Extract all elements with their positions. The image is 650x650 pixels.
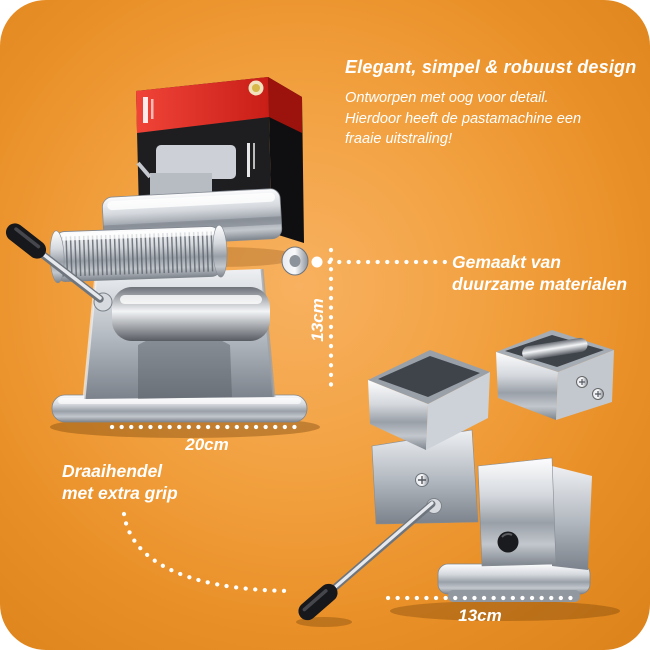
depth-dimension-label: 13cm bbox=[458, 606, 502, 625]
crank-grip bbox=[298, 583, 338, 621]
height-dimension-label: 13cm bbox=[308, 298, 327, 342]
design-body-line: Hierdoor heeft de pastamachine een bbox=[345, 110, 582, 127]
cutter-rollers bbox=[49, 224, 228, 284]
materials-callout-line: Gemaakt van bbox=[452, 252, 561, 272]
pasta-machine-detail-illustration bbox=[296, 330, 620, 627]
handle-callout-line: met extra grip bbox=[62, 483, 178, 504]
design-body: Ontworpen met oog voor detail. Hierdoor … bbox=[345, 88, 635, 150]
design-title: Elegant, simpel & robuust design bbox=[345, 57, 637, 77]
pasta-machine-front-illustration bbox=[5, 77, 320, 438]
materials-callout: Gemaakt van duurzame materialen bbox=[452, 251, 650, 296]
handle-callout: Draaihendel met extra grip bbox=[62, 460, 232, 505]
handle-connector-curve bbox=[121, 511, 295, 594]
handle-callout-line: Draaihendel bbox=[62, 461, 163, 481]
crank-grip bbox=[5, 223, 47, 259]
pasta-machine-illustration bbox=[5, 188, 320, 438]
materials-callout-line: duurzame materialen bbox=[452, 274, 628, 295]
design-body-line: Ontworpen met oog voor detail. bbox=[345, 90, 549, 106]
design-body-line: fraaie uitstraling! bbox=[345, 131, 453, 148]
materials-connector-dot bbox=[311, 256, 323, 268]
width-dimension-label: 20cm bbox=[185, 435, 229, 454]
right-hopper bbox=[496, 330, 614, 420]
left-hopper bbox=[368, 350, 490, 450]
